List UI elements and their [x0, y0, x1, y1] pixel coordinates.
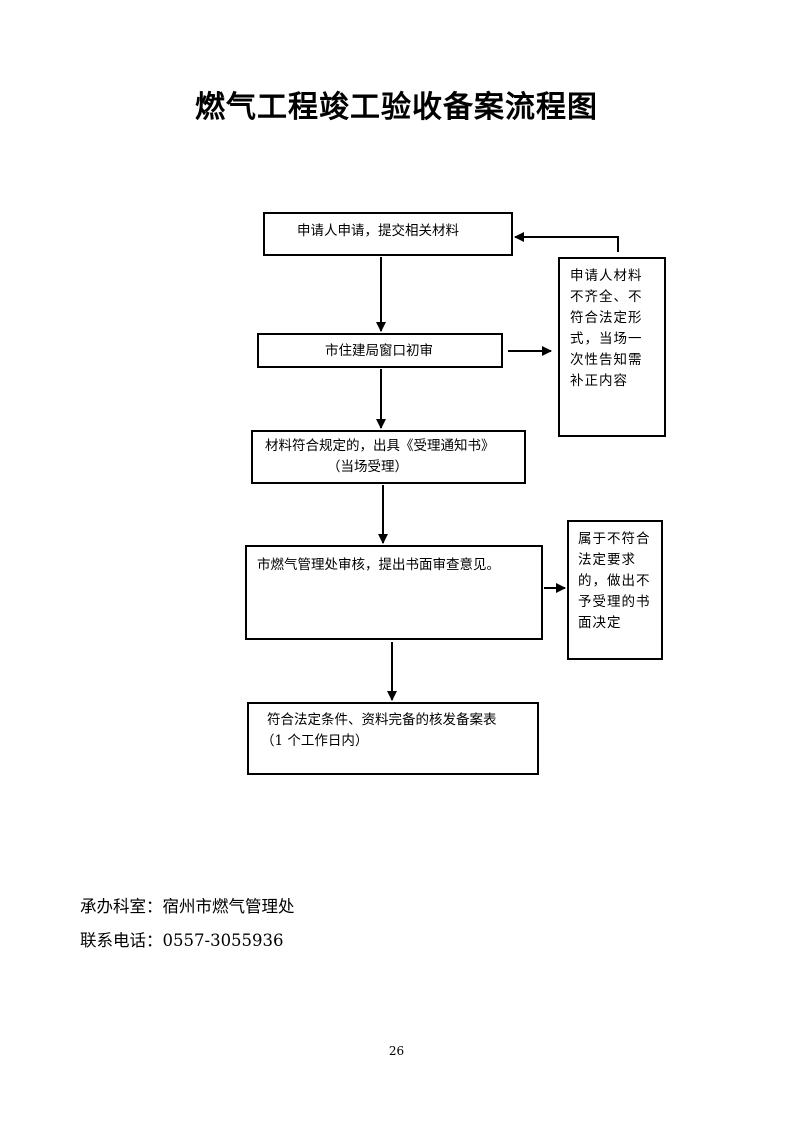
- note-reject-text: 属于不符合法定要求的，做出不予受理的书面决定: [578, 531, 651, 631]
- footer-phone: 联系电话：0557-3055936: [80, 931, 284, 950]
- step-accept-line2: （当场受理）: [327, 459, 408, 475]
- step-window-text: 市住建局窗口初审: [325, 343, 433, 359]
- note-reject-box: 属于不符合法定要求的，做出不予受理的书面决定: [567, 520, 663, 660]
- step-window-box: 市住建局窗口初审: [257, 333, 503, 368]
- step-issue-box: 符合法定条件、资料完备的核发备案表 （1 个工作日内）: [247, 702, 539, 775]
- step-apply-box: 申请人申请，提交相关材料: [263, 212, 513, 256]
- step-issue-line1: 符合法定条件、资料完备的核发备案表: [267, 712, 497, 728]
- step-accept-line1: 材料符合规定的，出具《受理通知书》: [265, 438, 495, 454]
- step-accept-box: 材料符合规定的，出具《受理通知书》 （当场受理）: [251, 430, 526, 484]
- note-incomplete-box: 申请人材料不齐全、不符合法定形式，当场一次性告知需补正内容: [558, 257, 666, 437]
- step-review-box: 市燃气管理处审核，提出书面审查意见。: [245, 545, 543, 640]
- step-issue-line2: （1 个工作日内）: [261, 733, 369, 749]
- arrow-note-to-apply: [514, 232, 619, 252]
- page-title: 燃气工程竣工验收备案流程图: [195, 90, 598, 125]
- step-apply-text: 申请人申请，提交相关材料: [297, 223, 459, 239]
- note-incomplete-text: 申请人材料不齐全、不符合法定形式，当场一次性告知需补正内容: [570, 268, 643, 389]
- page-number: 26: [388, 1044, 405, 1058]
- footer-office: 承办科室：宿州市燃气管理处: [80, 897, 295, 916]
- step-review-text: 市燃气管理处审核，提出书面审查意见。: [257, 557, 500, 573]
